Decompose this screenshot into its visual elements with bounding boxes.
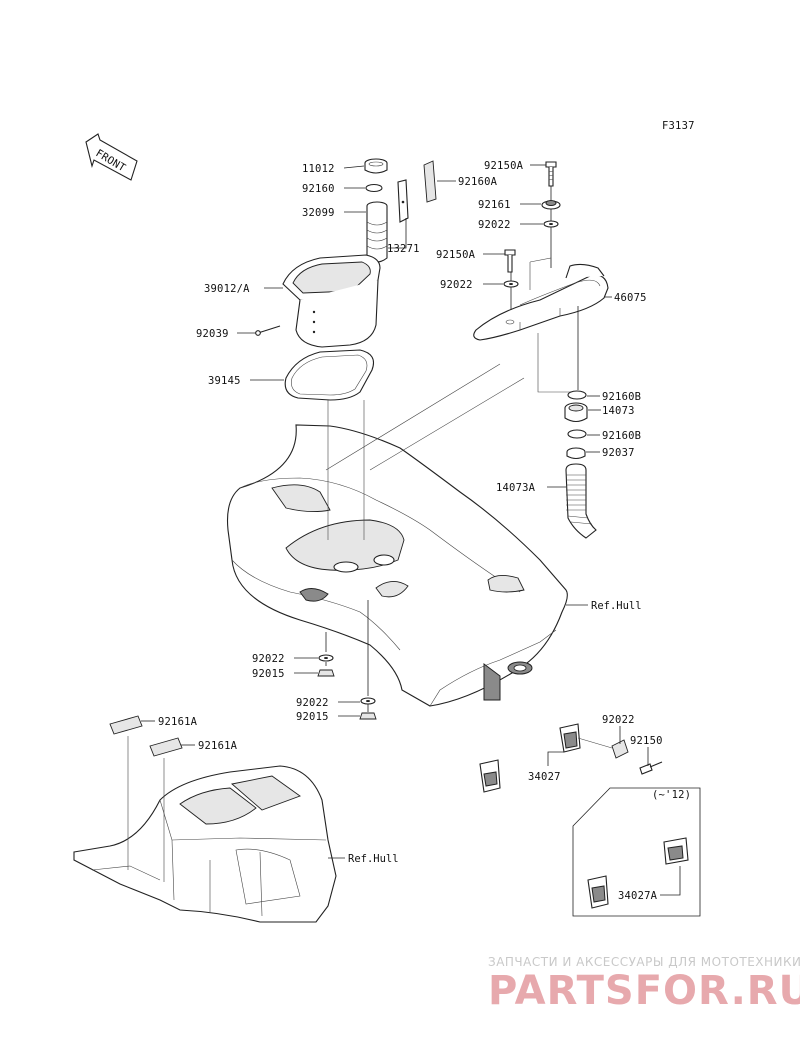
label-92150: 92150 xyxy=(630,735,663,747)
nut-92015-b2 xyxy=(359,712,377,720)
label-13271: 13271 xyxy=(387,243,420,255)
label-92022-b1: 92022 xyxy=(252,653,285,665)
front-arrow-icon: FRONT xyxy=(85,133,138,181)
label-92039: 92039 xyxy=(196,328,229,340)
leader-handle-washer xyxy=(577,737,613,749)
label-92150A-mid: 92150A xyxy=(436,249,476,261)
label-32099: 32099 xyxy=(302,207,335,219)
leader-lines xyxy=(141,164,681,896)
washer-92022-mid xyxy=(503,280,519,288)
filler-cap-11012 xyxy=(364,158,388,174)
label-39145: 39145 xyxy=(208,375,241,387)
label-92022-r: 92022 xyxy=(602,714,635,726)
vent-cap-14073 xyxy=(564,402,588,423)
leader-guides-right xyxy=(510,186,579,393)
label-ref-hull-2: Ref.Hull xyxy=(348,853,399,865)
leader-guides-hull xyxy=(325,363,525,712)
grab-handle-46075 xyxy=(473,263,609,341)
washer-92022-b2 xyxy=(360,697,376,705)
nut-92015-b1 xyxy=(317,669,335,677)
filler-neck-32099 xyxy=(366,201,388,263)
label-34027A: 34027A xyxy=(618,890,658,902)
watermark-brand: PARTSFOR.RU xyxy=(488,968,800,1014)
label-year-note: (~'12) xyxy=(652,789,691,801)
label-92022-b2: 92022 xyxy=(296,697,329,709)
storage-box-39012A xyxy=(282,254,381,348)
label-39012A: 39012/A xyxy=(204,283,250,295)
bracket-13271 xyxy=(397,179,409,223)
label-14073: 14073 xyxy=(602,405,635,417)
clamp-92037 xyxy=(566,447,586,460)
label-11012: 11012 xyxy=(302,163,335,175)
washer-92022-top xyxy=(543,220,559,228)
label-92022-top: 92022 xyxy=(478,219,511,231)
o-ring-92160B-1 xyxy=(567,390,587,400)
figure-code: F3137 xyxy=(662,120,695,132)
label-ref-hull-1: Ref.Hull xyxy=(591,600,642,612)
label-92160B-2: 92160B xyxy=(602,430,641,442)
hull-deck xyxy=(226,424,568,707)
label-14073A: 14073A xyxy=(496,482,536,494)
watermark-tagline: ЗАПЧАСТИ И АКСЕССУАРЫ ДЛЯ МОТОТЕХНИКИ xyxy=(488,955,800,969)
label-92160: 92160 xyxy=(302,183,335,195)
bolt-92150A-mid xyxy=(504,249,516,273)
label-92161A-2 xyxy=(149,737,183,757)
vent-hose-14073A xyxy=(565,463,597,539)
label-92161: 92161 xyxy=(478,199,511,211)
label-92160A: 92160A xyxy=(458,176,498,188)
o-ring-92160 xyxy=(365,183,383,193)
o-ring-92160B-2 xyxy=(567,429,587,439)
drain-plug-92039 xyxy=(255,325,281,336)
label-92015-b1: 92015 xyxy=(252,668,285,680)
inset-box xyxy=(572,787,701,917)
label-92037: 92037 xyxy=(602,447,635,459)
washer-92022-b1 xyxy=(318,654,334,662)
rear-handle-34027 xyxy=(479,692,581,793)
label-92160A xyxy=(423,160,437,203)
collar-92161 xyxy=(541,200,561,210)
label-92022-mid: 92022 xyxy=(440,279,473,291)
gasket-39145 xyxy=(284,349,375,401)
label-46075: 46075 xyxy=(614,292,647,304)
label-92161A-1: 92161A xyxy=(158,716,198,728)
rear-handle-34027A xyxy=(587,814,689,909)
label-92160B-1: 92160B xyxy=(602,391,641,403)
bolt-92150 xyxy=(639,761,663,775)
label-92161A-2: 92161A xyxy=(198,740,238,752)
bolt-92150A-top xyxy=(545,161,557,187)
label-34027: 34027 xyxy=(528,771,561,783)
label-92150A-top: 92150A xyxy=(484,160,524,172)
label-92161A-1 xyxy=(109,715,143,735)
label-92015-b2: 92015 xyxy=(296,711,329,723)
lower-hull-view xyxy=(73,765,337,923)
